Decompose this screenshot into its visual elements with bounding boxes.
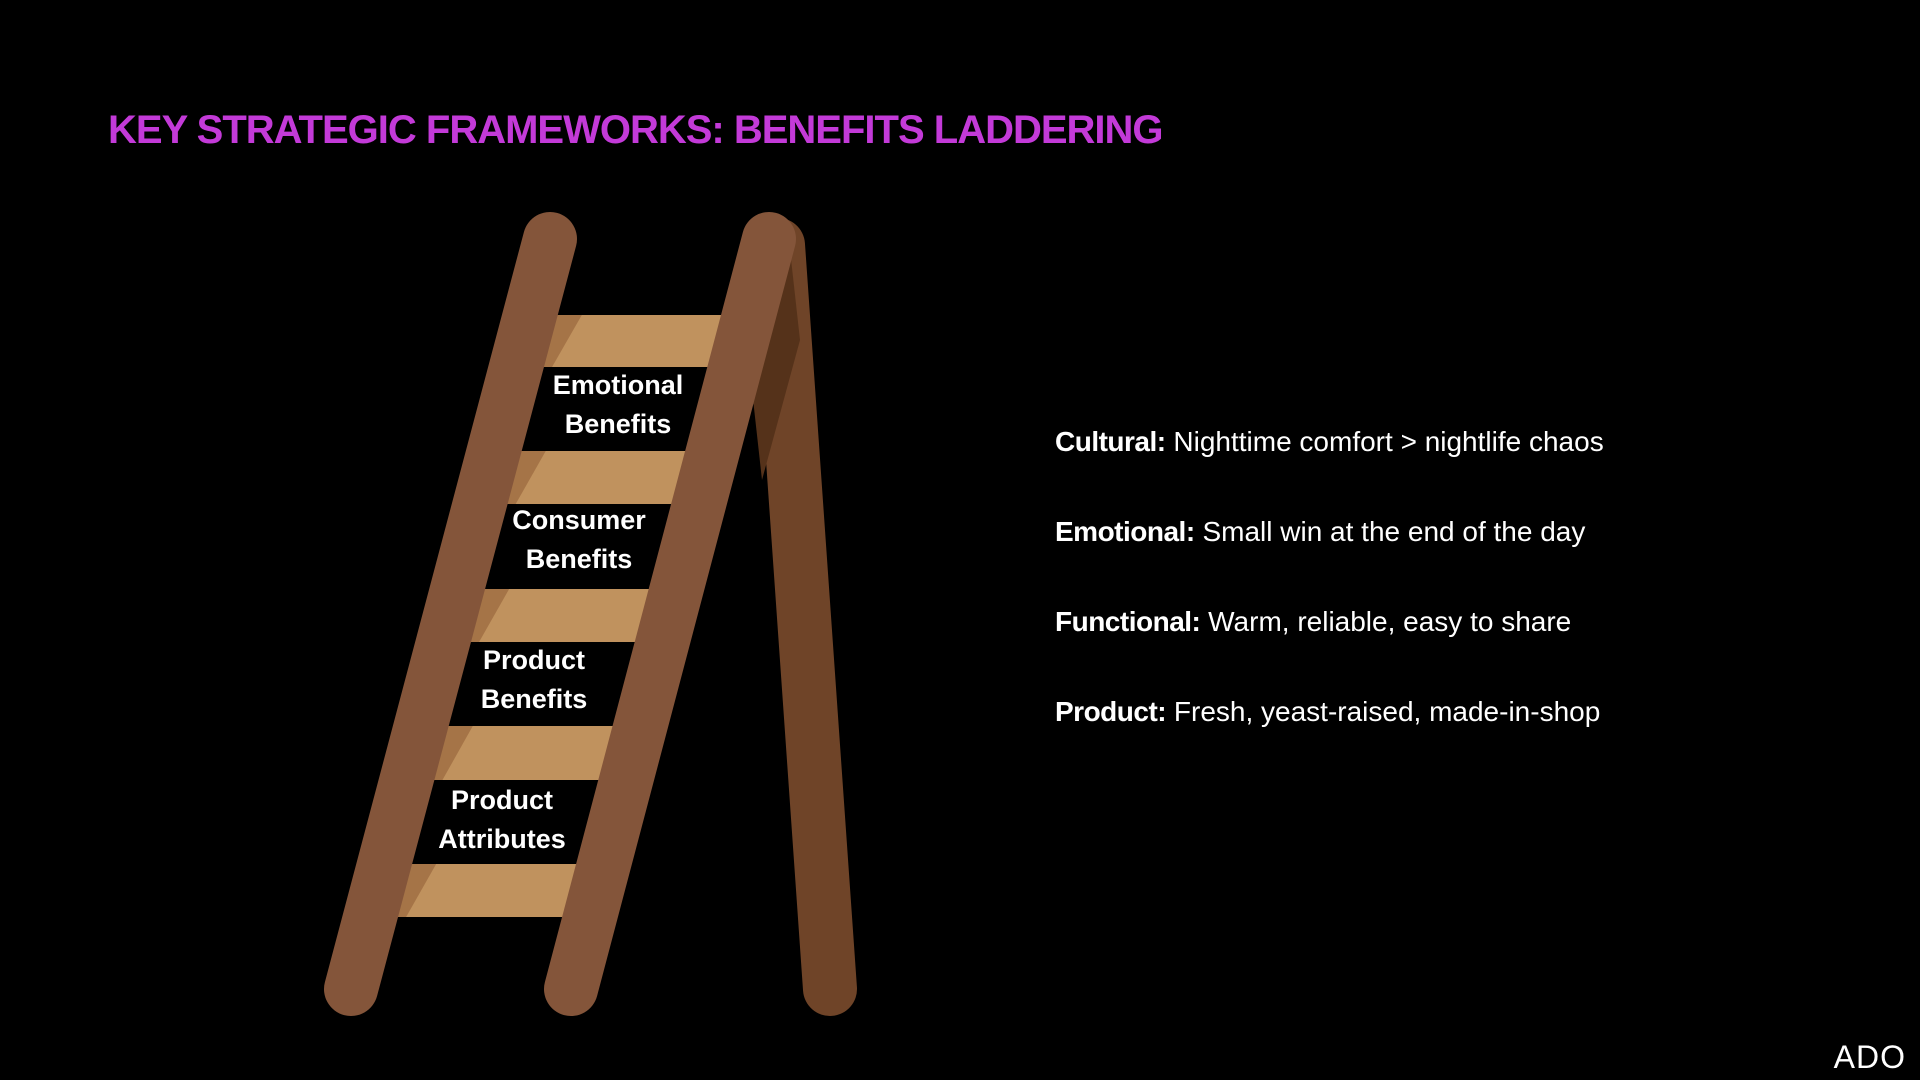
ladder-label-consumer-benefits: Consumer Benefits — [469, 501, 689, 579]
benefit-text: Small win at the end of the day — [1202, 516, 1586, 547]
benefit-cultural: Cultural: Nighttime comfort > nightlife … — [1055, 426, 1604, 458]
ladder-label-product-benefits: Product Benefits — [424, 641, 644, 719]
label-line: Benefits — [525, 544, 633, 574]
label-line: Attributes — [438, 824, 566, 854]
ladder-label-product-attributes: Product Attributes — [392, 781, 612, 859]
label-line: Consumer — [512, 505, 646, 535]
benefit-product: Product: Fresh, yeast-raised, made-in-sh… — [1055, 696, 1600, 728]
benefit-label: Emotional: — [1055, 516, 1195, 547]
benefit-text: Nighttime comfort > nightlife chaos — [1173, 426, 1604, 457]
benefit-label: Functional: — [1055, 606, 1201, 637]
ladder-left-rail — [324, 212, 577, 1016]
brand-logo: ADO — [1833, 1039, 1906, 1075]
label-line: Product — [450, 785, 553, 815]
benefit-emotional: Emotional: Small win at the end of the d… — [1055, 516, 1585, 548]
slide-title: KEY STRATEGIC FRAMEWORKS: BENEFITS LADDE… — [108, 108, 1164, 152]
label-line: Benefits — [564, 409, 672, 439]
benefit-functional: Functional: Warm, reliable, easy to shar… — [1055, 606, 1571, 638]
label-line: Benefits — [480, 684, 588, 714]
benefit-text: Warm, reliable, easy to share — [1208, 606, 1572, 637]
label-line: Product — [482, 645, 585, 675]
ladder-label-emotional-benefits: Emotional Benefits — [508, 366, 728, 444]
ladder-right-rail — [544, 212, 796, 1016]
ladder-back-leg — [751, 218, 857, 1016]
benefit-label: Cultural: — [1055, 426, 1166, 457]
benefit-label: Product: — [1055, 696, 1167, 727]
benefit-text: Fresh, yeast-raised, made-in-shop — [1173, 696, 1601, 727]
label-line: Emotional — [552, 370, 684, 400]
